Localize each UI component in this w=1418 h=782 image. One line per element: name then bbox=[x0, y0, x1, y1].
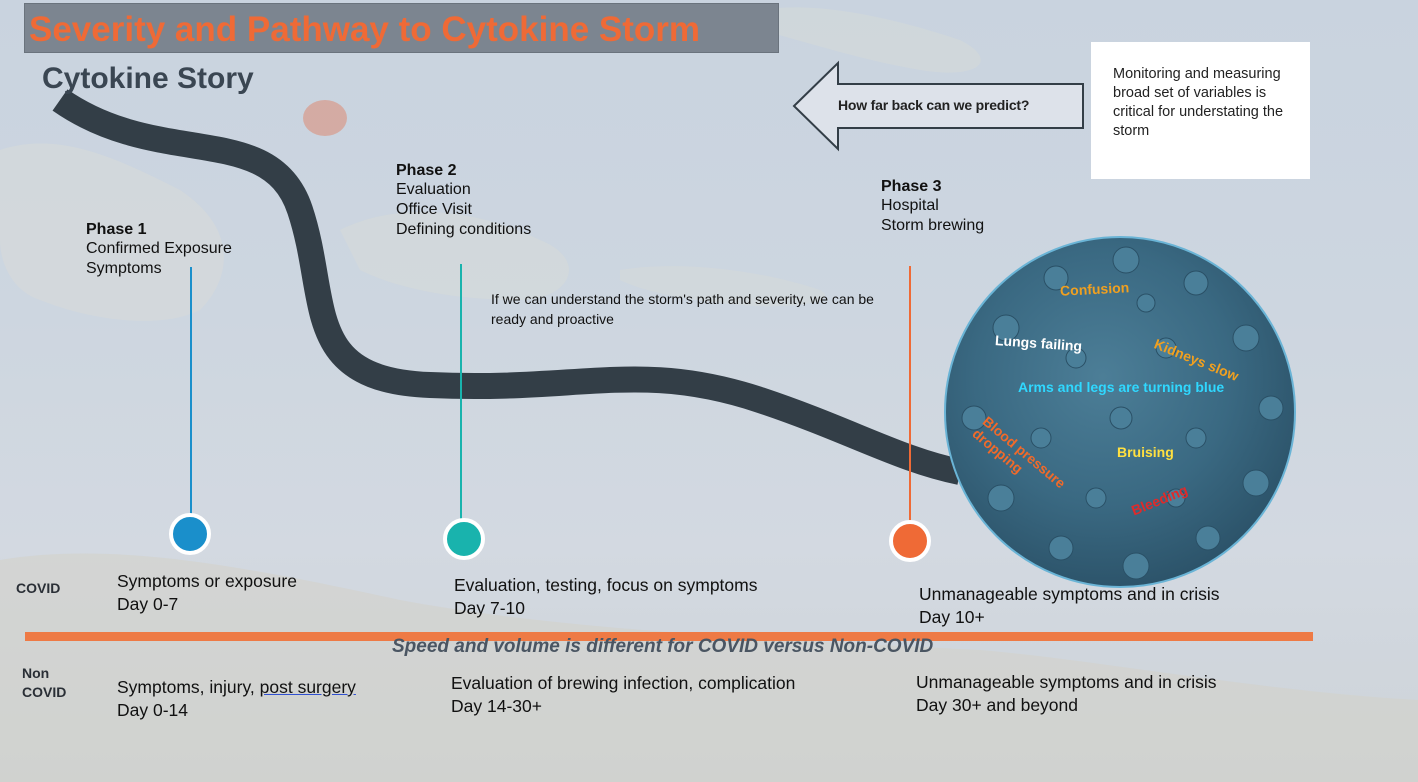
phase-2-label: Phase 2 Evaluation Office Visit Defining… bbox=[396, 162, 531, 240]
back-arrow bbox=[792, 60, 1084, 152]
covid-stage-1: Symptoms or exposure Day 0-7 bbox=[117, 570, 297, 616]
subtitle: Cytokine Story bbox=[42, 62, 254, 95]
phase-2-line bbox=[460, 264, 462, 520]
phase-heading: Phase 3 bbox=[881, 178, 942, 195]
orange-divider bbox=[25, 632, 1313, 641]
noncovid-stage-2: Evaluation of brewing infection, complic… bbox=[451, 672, 795, 718]
stage-day: Day 7-10 bbox=[454, 598, 526, 618]
row-label-line: COVID bbox=[22, 684, 67, 700]
covid-row-label: COVID bbox=[16, 580, 61, 596]
phase-heading: Phase 1 bbox=[86, 221, 147, 238]
phase-3-label: Phase 3 Hospital Storm brewing bbox=[881, 178, 984, 236]
land-shape bbox=[620, 266, 826, 307]
phase-3-dot bbox=[889, 520, 931, 562]
symptom-arms-legs: Arms and legs are turning blue bbox=[1018, 379, 1225, 395]
virus-image bbox=[944, 236, 1296, 588]
stage-day: Day 30+ and beyond bbox=[916, 695, 1079, 715]
divider-caption: Speed and volume is different for COVID … bbox=[392, 636, 934, 657]
phase-line: Confirmed Exposure bbox=[86, 240, 232, 257]
title-banner: Severity and Pathway to Cytokine Storm bbox=[24, 3, 779, 53]
stage-day: Day 14-30+ bbox=[451, 696, 542, 716]
land-shape bbox=[0, 553, 1418, 782]
phase-3-line bbox=[909, 266, 911, 522]
phase-line: Hospital bbox=[881, 197, 939, 214]
slide-title: Severity and Pathway to Cytokine Storm bbox=[29, 10, 701, 49]
stage-day: Day 0-7 bbox=[117, 594, 179, 614]
phase-line: Storm brewing bbox=[881, 217, 985, 234]
phase-line: Defining conditions bbox=[396, 221, 532, 238]
callout-box: Monitoring and measuring broad set of va… bbox=[1091, 42, 1310, 179]
phase-1-dot bbox=[169, 513, 211, 555]
symptom-bruising: Bruising bbox=[1117, 444, 1174, 460]
stage-text: Symptoms, injury, post surgery bbox=[117, 676, 356, 699]
post-surgery-link[interactable]: post surgery bbox=[259, 677, 356, 697]
noncovid-row-label: Non COVID bbox=[22, 664, 66, 702]
stage-day: Day 0-14 bbox=[117, 700, 189, 720]
stage-text: Evaluation of brewing infection, complic… bbox=[451, 673, 796, 693]
phase-1-label: Phase 1 Confirmed Exposure Symptoms bbox=[86, 221, 232, 279]
noncovid-stage-3: Unmanageable symptoms and in crisis Day … bbox=[916, 671, 1217, 717]
land-shape bbox=[760, 7, 981, 73]
stage-text-prefix: Symptoms, injury, bbox=[117, 677, 260, 697]
stage-day: Day 10+ bbox=[919, 607, 985, 627]
stage-text: Unmanageable symptoms and in crisis bbox=[916, 672, 1217, 692]
virus-spikes bbox=[961, 246, 1284, 580]
phase-line: Symptoms bbox=[86, 260, 162, 277]
phase-line: Office Visit bbox=[396, 201, 472, 218]
land-shape bbox=[340, 211, 569, 300]
stage-text: Symptoms or exposure bbox=[117, 571, 297, 591]
phase-2-dot bbox=[443, 518, 485, 560]
covid-stage-2: Evaluation, testing, focus on symptoms D… bbox=[454, 574, 757, 620]
stage-text: Unmanageable symptoms and in crisis bbox=[919, 584, 1220, 604]
land-shape bbox=[0, 143, 224, 321]
island-mark bbox=[303, 100, 347, 136]
arrow-label: How far back can we predict? bbox=[838, 97, 1030, 113]
covid-stage-3: Unmanageable symptoms and in crisis Day … bbox=[919, 583, 1220, 629]
phase-1-line bbox=[190, 267, 192, 517]
storm-path bbox=[52, 89, 963, 485]
noncovid-stage-1: Symptoms, injury, post surgery Day 0-14 bbox=[117, 676, 356, 722]
stage-text: Evaluation, testing, focus on symptoms bbox=[454, 575, 758, 595]
insight-note: If we can understand the storm's path an… bbox=[491, 291, 874, 327]
callout-text: Monitoring and measuring broad set of va… bbox=[1113, 66, 1284, 139]
phase-line: Evaluation bbox=[396, 181, 471, 198]
phase-heading: Phase 2 bbox=[396, 162, 457, 179]
row-label-line: Non bbox=[22, 665, 50, 681]
